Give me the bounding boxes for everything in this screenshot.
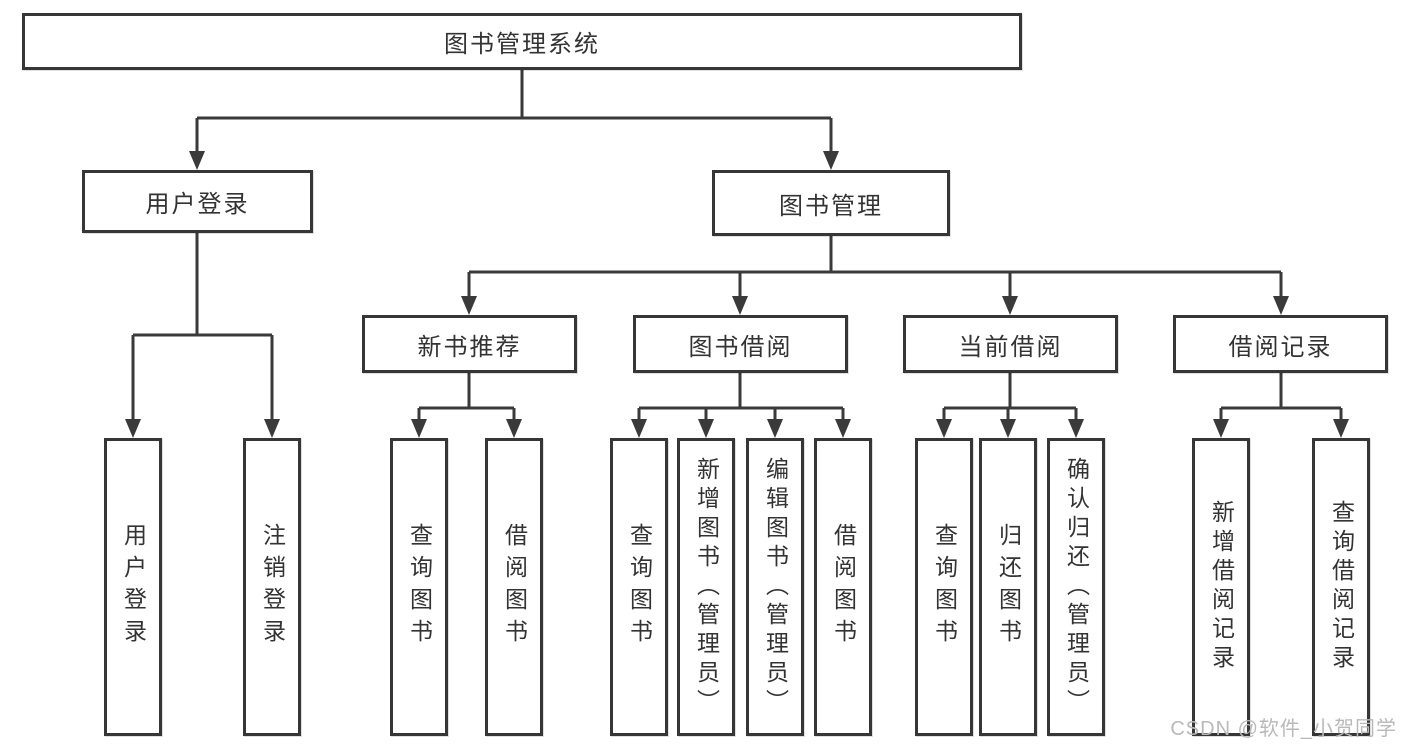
connector-root-to-level2: [189, 69, 839, 170]
node-leaf-logout: 注销登录: [243, 438, 301, 736]
connector-user-login-children: [125, 233, 280, 438]
csdn-watermark: CSDN @软件_小贺同学: [1170, 718, 1397, 740]
node-leaf-return-books: 归还图书: [979, 438, 1037, 736]
node-leaf-confirm-return-admin: 确认归还（管理员）: [1047, 438, 1105, 736]
node-library-management-system: 图书管理系统: [22, 13, 1022, 70]
node-leaf-query-books-borrowing: 查询图书: [610, 438, 668, 736]
connector-new-book-children: [411, 373, 522, 438]
node-book-borrowing: 图书借阅: [633, 315, 848, 373]
node-new-book-recommendation: 新书推荐: [362, 315, 577, 373]
connector-borrowing-records-children: [1213, 373, 1349, 438]
connector-current-borrowing-children: [936, 373, 1084, 438]
node-borrowing-records: 借阅记录: [1173, 315, 1388, 373]
node-leaf-user-login: 用户登录: [104, 438, 162, 736]
node-current-borrowing: 当前借阅: [903, 315, 1118, 373]
connector-book-borrowing-children: [631, 373, 851, 438]
node-leaf-add-book-admin: 新增图书（管理员）: [677, 438, 735, 736]
node-leaf-borrow-books-recommend: 借阅图书: [485, 438, 543, 736]
node-leaf-add-borrow-record: 新增借阅记录: [1192, 438, 1250, 736]
node-leaf-query-books-current: 查询图书: [915, 438, 973, 736]
node-leaf-query-borrow-record: 查询借阅记录: [1312, 438, 1370, 736]
node-leaf-borrow-books: 借阅图书: [814, 438, 872, 736]
node-leaf-query-books-recommend: 查询图书: [390, 438, 448, 736]
node-user-login: 用户登录: [82, 170, 313, 233]
node-leaf-edit-book-admin: 编辑图书（管理员）: [746, 438, 804, 736]
node-book-management: 图书管理: [712, 170, 950, 236]
connector-book-management-children: [461, 236, 1289, 315]
